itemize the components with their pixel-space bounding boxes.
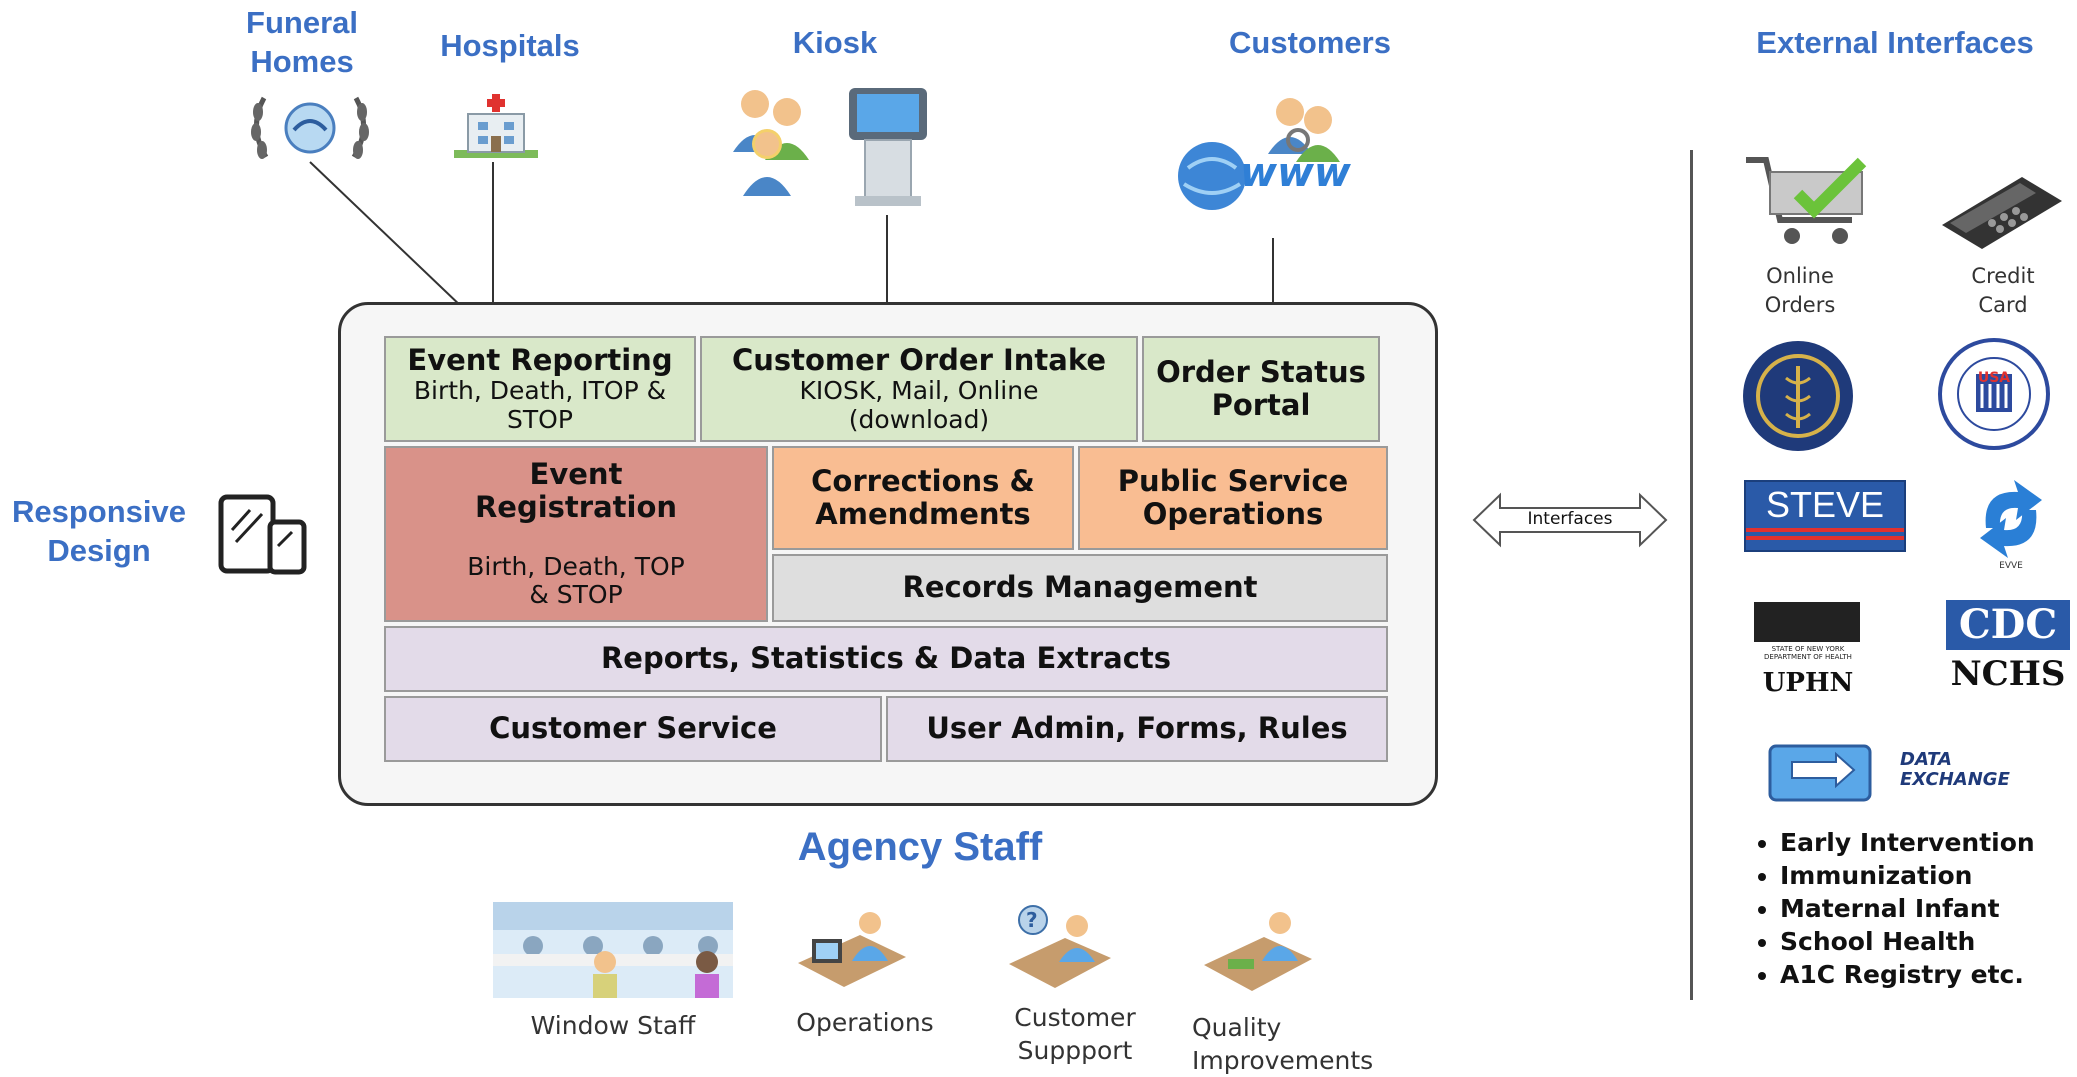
steve-logo-text: STEVE [1765, 484, 1885, 525]
doh-logo: STATE OF NEW YORK DEPARTMENT OF HEALTH U… [1752, 602, 1864, 702]
window-staff-caption: Window Staff [530, 1011, 696, 1040]
hospital-building-icon [454, 94, 538, 158]
quality-improvements-caption: Quality Improvements [1192, 1013, 1374, 1075]
nchs-logo-text: NCHS [1950, 654, 2066, 694]
medical-examiner-seal-icon [1743, 341, 1853, 451]
event-reporting-module: Event Reporting Birth, Death, ITOP & STO… [384, 336, 696, 442]
event-registration-module: Event Registration Birth, Death, TOP & S… [384, 446, 768, 622]
funeral-wreath-icon [251, 96, 369, 159]
responsive-design-label: Responsive Design [11, 494, 186, 568]
event-reporting-title: Event Reporting [407, 342, 673, 377]
customers-label: Customers [1229, 25, 1391, 60]
list-item: Early Intervention [1780, 826, 2077, 859]
public-service-module: Public Service Operations [1078, 446, 1388, 550]
order-status-portal-module: Order Status Portal [1142, 336, 1380, 442]
kiosk-people-icon [733, 88, 927, 206]
online-orders-cart-icon [1746, 157, 1867, 244]
funeral-homes-label: Funeral Homes [246, 5, 358, 79]
list-item: A1C Registry etc. [1780, 958, 2077, 991]
public-service-title: Public Service Operations [1117, 463, 1349, 531]
web-globe-icon: www [1178, 98, 1352, 210]
cdc-nchs-logo: CDC NCHS [1946, 600, 2070, 698]
window-staff-icon [493, 902, 733, 998]
social-security-seal-icon: USA [1938, 338, 2050, 450]
external-divider [1690, 150, 1693, 1000]
doh-logo-text: STATE OF NEW YORK DEPARTMENT OF HEALTH [1764, 645, 1852, 661]
customer-service-title: Customer Service [489, 711, 777, 746]
hospitals-label: Hospitals [440, 28, 580, 63]
interfaces-double-arrow [1472, 492, 1668, 548]
usa-text: USA [1978, 370, 2010, 386]
customer-order-intake-module: Customer Order Intake KIOSK, Mail, Onlin… [700, 336, 1138, 442]
records-management-module: Records Management [772, 554, 1388, 622]
evve-text: EVVE [1999, 561, 2023, 570]
customer-support-icon: ? [1009, 905, 1111, 988]
agency-staff-title: Agency Staff [797, 825, 1043, 869]
user-admin-module: User Admin, Forms, Rules [886, 696, 1388, 762]
svg-text:?: ? [1026, 908, 1038, 932]
records-management-title: Records Management [902, 570, 1258, 605]
list-item: School Health [1780, 925, 2077, 958]
evve-logo-icon: EVVE [1980, 480, 2042, 570]
reports-module: Reports, Statistics & Data Extracts [384, 626, 1388, 692]
credit-card-caption: Credit Card [1971, 264, 2035, 318]
event-registration-title: Event Registration [474, 457, 678, 525]
data-exchange-label: DATA EXCHANGE [1900, 749, 2010, 790]
event-reporting-sub: Birth, Death, ITOP & STOP [413, 375, 667, 434]
kiosk-label: Kiosk [792, 25, 878, 60]
doh-logo-mark [1754, 602, 1860, 642]
customer-support-caption: Customer Suppport [1014, 1003, 1136, 1065]
data-exchange-icon [1768, 744, 1872, 802]
interfaces-arrow-label: Interfaces [1527, 509, 1613, 529]
customer-order-intake-sub: KIOSK, Mail, Online (download) [799, 375, 1039, 434]
list-item: Maternal Infant [1780, 892, 2077, 925]
online-orders-caption: Online Orders [1764, 264, 1836, 318]
quality-improvements-icon [1204, 912, 1312, 991]
list-item: Immunization [1780, 859, 2077, 892]
input-arrows [309, 161, 1283, 334]
customer-order-intake-title: Customer Order Intake [731, 342, 1107, 377]
steve-logo: STEVE [1744, 480, 1906, 552]
credit-card-terminal-icon [1942, 177, 2062, 249]
external-programs-list: Early Intervention Immunization Maternal… [1740, 826, 2077, 991]
corrections-module: Corrections & Amendments [772, 446, 1074, 550]
customer-service-module: Customer Service [384, 696, 882, 762]
uphn-text: UPHN [1762, 668, 1854, 698]
svg-text:www: www [1240, 150, 1352, 196]
event-registration-sub: Birth, Death, TOP & STOP [467, 551, 685, 610]
operations-icon [798, 912, 906, 987]
external-interfaces-label: External Interfaces [1756, 25, 2034, 60]
order-status-portal-title: Order Status Portal [1156, 354, 1366, 422]
reports-title: Reports, Statistics & Data Extracts [600, 641, 1172, 676]
cdc-logo-text: CDC [1946, 600, 2070, 650]
user-admin-title: User Admin, Forms, Rules [926, 711, 1348, 746]
operations-caption: Operations [796, 1008, 934, 1037]
mobile-devices-icon [218, 494, 307, 575]
corrections-title: Corrections & Amendments [811, 463, 1035, 531]
